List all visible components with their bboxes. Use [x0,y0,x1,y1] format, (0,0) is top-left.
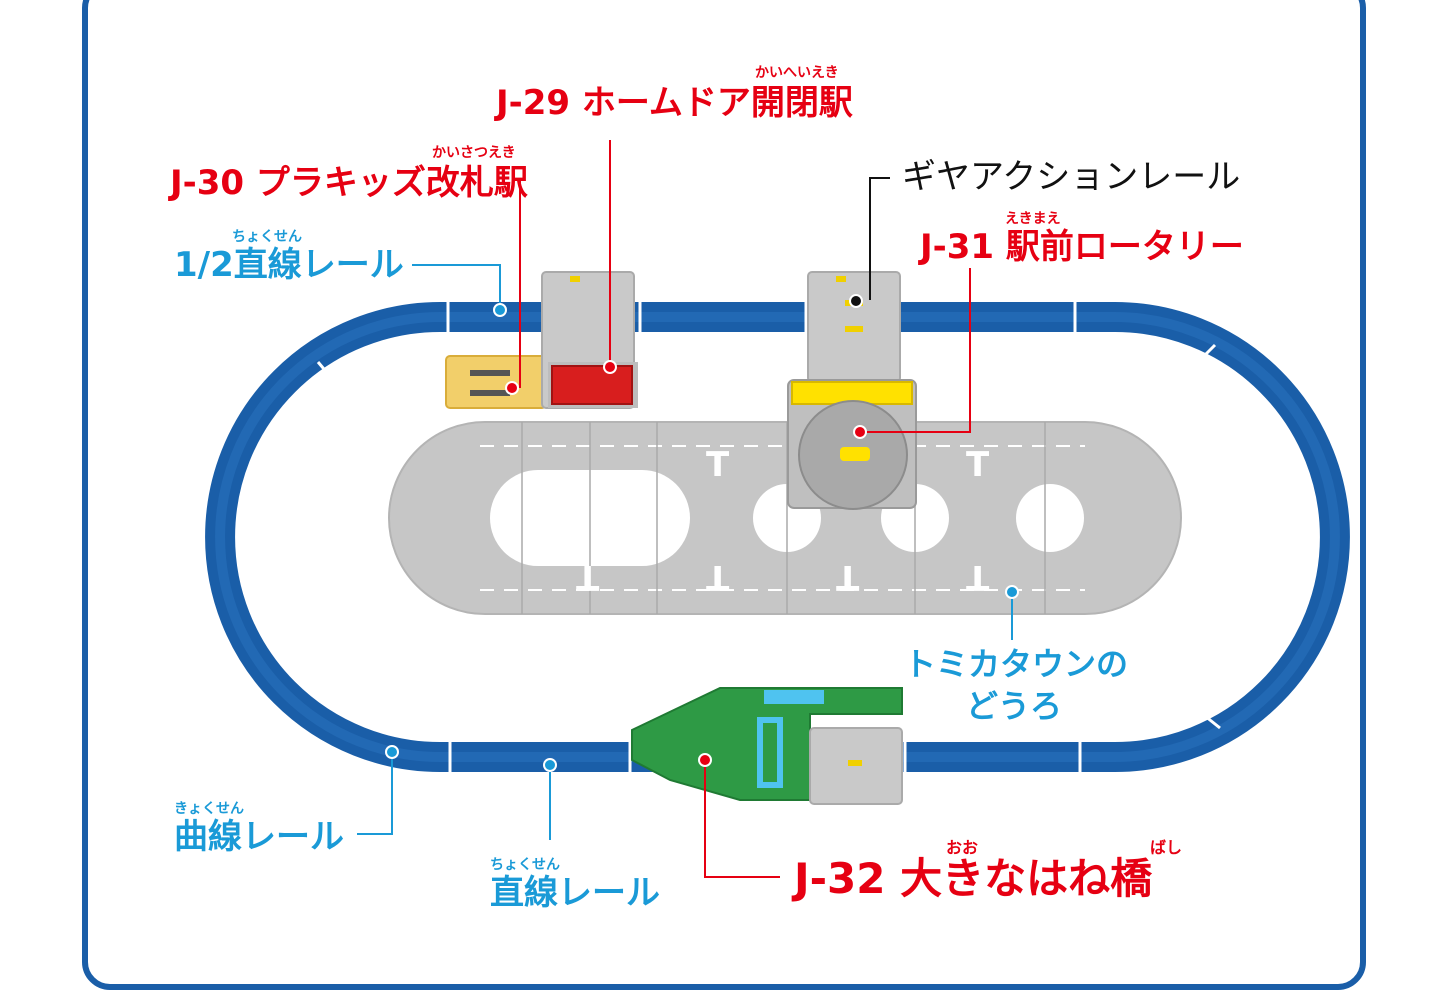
road-mark: T [576,557,600,597]
curve-rail-label: 曲線レール [174,817,344,857]
straight-rail-label: 直線レール [490,873,660,913]
road-mark: T [706,445,730,485]
j29-ruby: かいへいえき [755,65,839,81]
gate-station [445,355,547,409]
curve-rail-ruby: きょくせん [174,801,244,817]
big-bascule-bridge [631,687,903,805]
j31-label: J-31 駅前ロータリー [920,230,1244,264]
gear-action-rail-label: ギヤアクションレール [902,157,1241,197]
straight-rail-ruby: ちょくせん [490,857,560,873]
j32-name: 大きなはね橋 [900,854,1153,903]
tomica-road-label-line1: トミカタウンの [904,645,1129,683]
j31-code: J-31 [920,227,995,267]
j31-name: 駅前ロータリー [1005,227,1244,267]
road-mark: T [836,557,860,597]
j32-ruby-1: おお [946,838,979,857]
j30-name: プラキッズ改札駅 [255,163,528,203]
tomica-road [388,421,1182,615]
j30-code: J-30 [170,163,245,203]
gear-action-rail [807,271,901,383]
half-straight-rail-label: 1/2直線レール [174,245,404,285]
station-rotary [787,379,917,510]
j29-name: ホームドア開閉駅 [581,83,853,123]
j32-ruby-2: ばし [1150,838,1183,857]
j32-code: J-32 [794,854,886,903]
j29-code: J-29 [496,83,571,123]
j30-ruby: かいさつえき [432,145,516,161]
j29-label: J-29 ホームドア開閉駅 [496,86,853,120]
road-mark: T [706,557,730,597]
j32-label: J-32 大きなはね橋 [794,858,1152,900]
road-mark: T [966,445,990,485]
road-mark: T [966,557,990,597]
j31-ruby: えきまえ [1005,211,1061,227]
leader-lines [357,140,1013,878]
half-straight-ruby: ちょくせん [232,229,302,245]
home-door-station [541,271,638,409]
leader-dots [385,294,1019,772]
j30-label: J-30 プラキッズ改札駅 [170,166,528,200]
tomica-road-label-line2: どうろ [966,687,1063,725]
